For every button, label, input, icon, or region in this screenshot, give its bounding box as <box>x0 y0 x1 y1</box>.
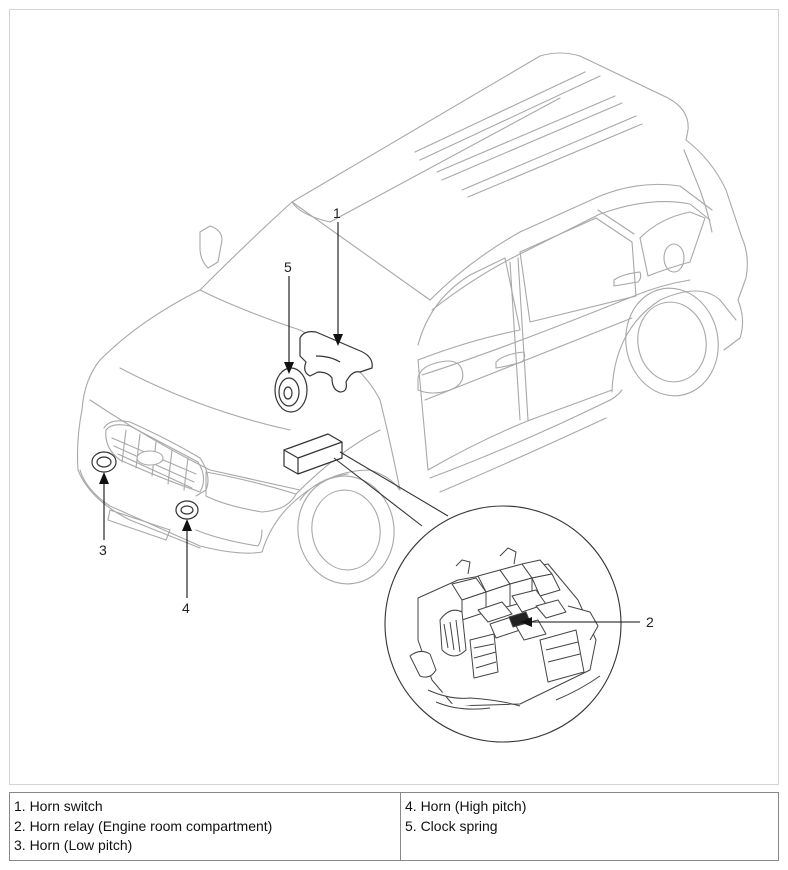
legend-table: 1. Horn switch 2. Horn relay (Engine roo… <box>9 792 779 861</box>
legend-item: 1. Horn switch <box>14 798 103 814</box>
callout-4: 4 <box>182 600 190 616</box>
vehicle-horn-diagram: 1 5 3 4 2 <box>76 52 748 743</box>
horn-low-pitch-part <box>91 451 117 473</box>
horn-high-pitch-part <box>175 500 199 520</box>
leader-lines <box>103 222 640 623</box>
callout-3: 3 <box>99 542 107 558</box>
legend-item: 2. Horn relay (Engine room compartment) <box>14 817 273 834</box>
engine-room-fuse-box <box>283 433 343 475</box>
figure-frame <box>9 9 779 785</box>
callout-1: 1 <box>333 205 341 221</box>
horn-switch-part <box>299 331 373 393</box>
legend-item: 4. Horn (High pitch) <box>405 798 527 814</box>
clock-spring-part <box>274 367 308 413</box>
callout-5: 5 <box>284 259 292 275</box>
callout-2: 2 <box>646 614 654 630</box>
legend-item: 5. Clock spring <box>405 817 498 834</box>
legend-item: 3. Horn (Low pitch) <box>14 837 133 853</box>
legend-column-left: 1. Horn switch 2. Horn relay (Engine roo… <box>9 792 401 861</box>
relay-box-detail <box>409 547 601 710</box>
leader-arrowheads <box>99 334 532 627</box>
legend-column-right: 4. Horn (High pitch) 5. Clock spring <box>400 792 779 861</box>
